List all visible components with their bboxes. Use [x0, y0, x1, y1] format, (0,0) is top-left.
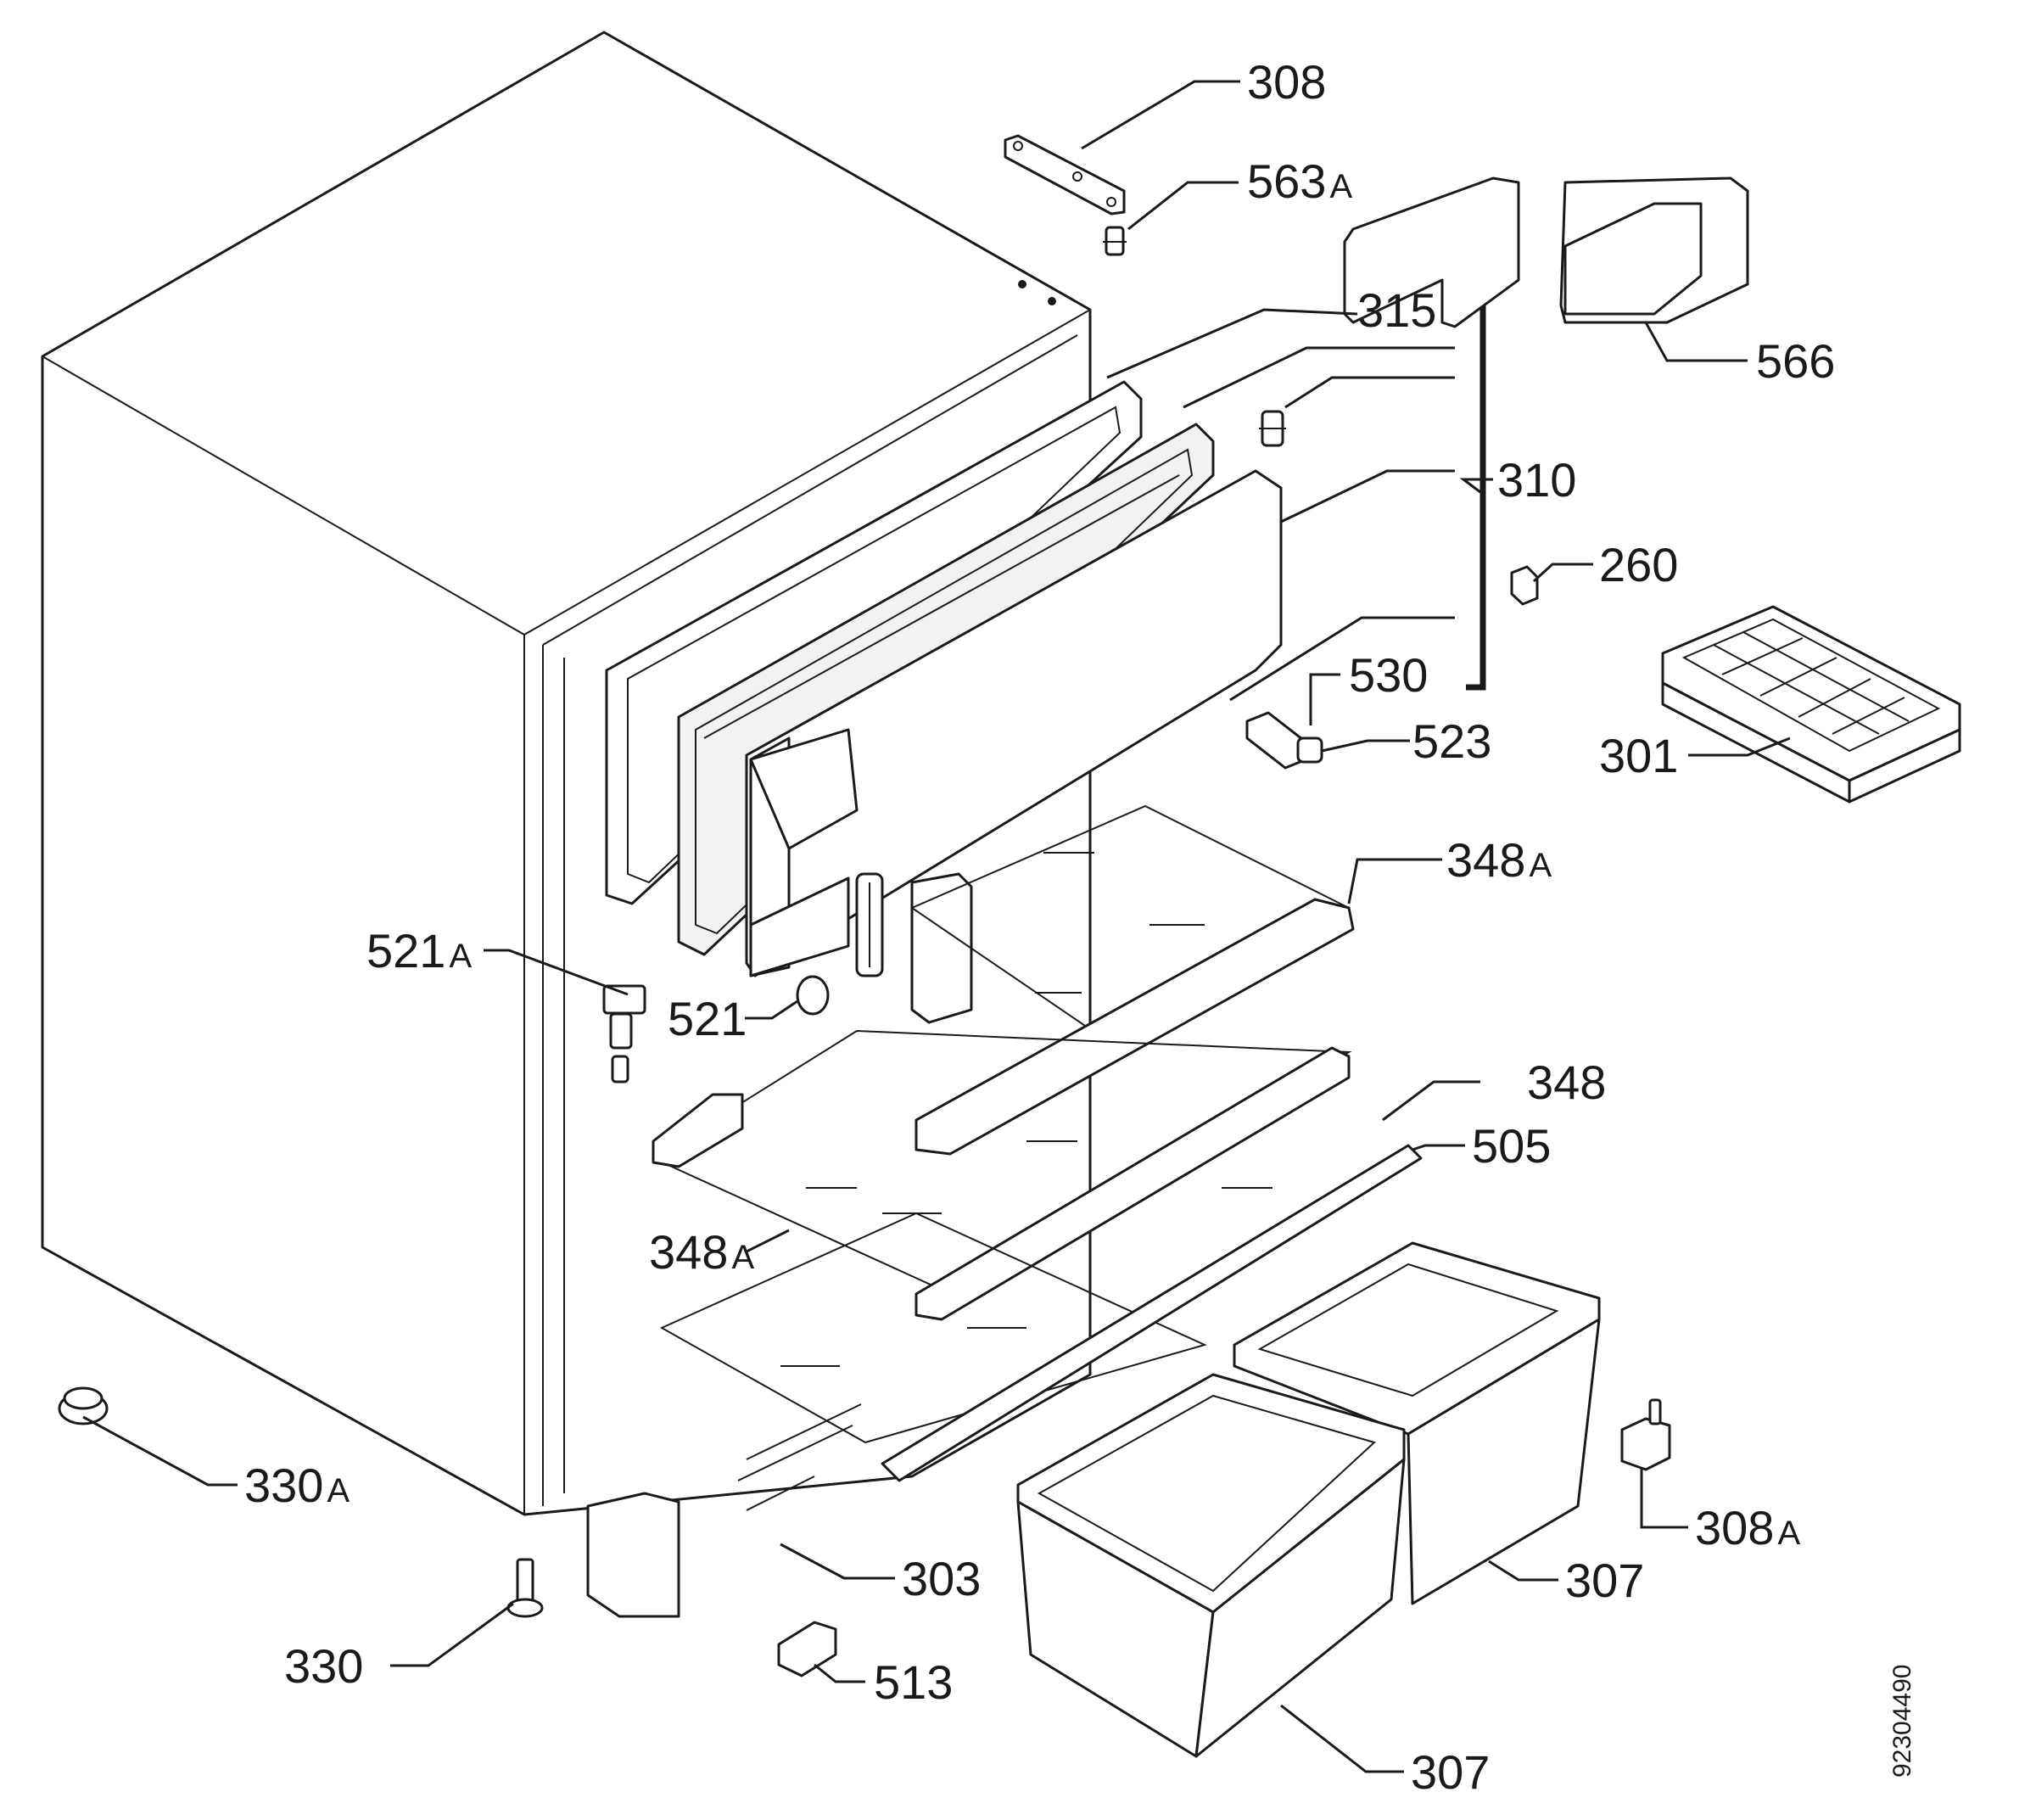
callout-308: 308: [1247, 55, 1326, 109]
refrigerator-cabinet: [41, 31, 1092, 1516]
callout-521a-suffix: A: [449, 938, 472, 975]
leader-lines: [82, 80, 1791, 1773]
thermostat-knob-523: [1245, 711, 1323, 770]
screw-hole: [1018, 280, 1026, 288]
callout-348a-mid-number: 348: [649, 1225, 728, 1279]
callout-348: 348: [1527, 1056, 1606, 1109]
crisper-drawer-307-right: [1233, 1241, 1601, 1605]
callout-308a-number: 308: [1695, 1501, 1774, 1554]
callout-260: 260: [1599, 538, 1678, 591]
callout-307-right: 307: [1565, 1554, 1644, 1607]
screw-hole: [1048, 297, 1056, 305]
callout-348a-top-number: 348: [1446, 833, 1525, 887]
callout-523: 523: [1412, 714, 1491, 768]
shelf-348: [659, 1212, 1207, 1444]
shelf-348a-top: [909, 804, 1355, 1156]
bracket-308a: [1620, 1398, 1671, 1471]
door-inner-frame: [745, 469, 1283, 977]
foot-330a: [58, 1386, 109, 1425]
callout-307-bottom: 307: [1411, 1745, 1490, 1799]
clip-260: [1510, 565, 1539, 606]
catch-521a: [602, 984, 646, 1084]
callout-330a-number: 330: [244, 1459, 323, 1512]
callout-348a-top-suffix: A: [1529, 847, 1552, 884]
callout-563a-number: 563: [1247, 154, 1326, 208]
callout-330a-suffix: A: [327, 1472, 350, 1509]
callout-301: 301: [1599, 729, 1678, 782]
callout-315: 315: [1357, 283, 1436, 337]
clip-513: [777, 1621, 837, 1677]
hinge-308: [1004, 134, 1126, 216]
foot-330: [506, 1558, 544, 1618]
callout-513: 513: [874, 1655, 953, 1709]
screw-563a: [1103, 226, 1127, 256]
door-hinge-part: [855, 872, 884, 977]
plug-521: [796, 975, 830, 1016]
shelf-348a-mid: [651, 1029, 1352, 1321]
callout-563a-suffix: A: [1329, 168, 1352, 205]
callout-308a-suffix: A: [1777, 1515, 1800, 1552]
callout-566: 566: [1756, 334, 1835, 388]
ice-scraper-566: [1343, 176, 1749, 328]
crisper-drawer-307-front: [1016, 1373, 1406, 1758]
callout-348a-mid-suffix: A: [731, 1239, 754, 1276]
trim-strip-505: [881, 1144, 1423, 1482]
door-latch-530: [910, 872, 973, 1024]
callout-330: 330: [284, 1639, 363, 1693]
screw-right: [1259, 410, 1286, 447]
callout-521: 521: [668, 992, 747, 1045]
callout-521a-number: 521: [366, 924, 445, 977]
callout-530: 530: [1349, 648, 1428, 702]
callout-505: 505: [1472, 1119, 1551, 1173]
ice-tray-301: [1661, 605, 1961, 804]
cover-303: [586, 1403, 862, 1618]
bracket-310: [1466, 295, 1486, 691]
callout-310: 310: [1497, 453, 1576, 507]
document-number: 92304490: [1888, 1665, 1916, 1778]
callout-303: 303: [902, 1552, 981, 1605]
